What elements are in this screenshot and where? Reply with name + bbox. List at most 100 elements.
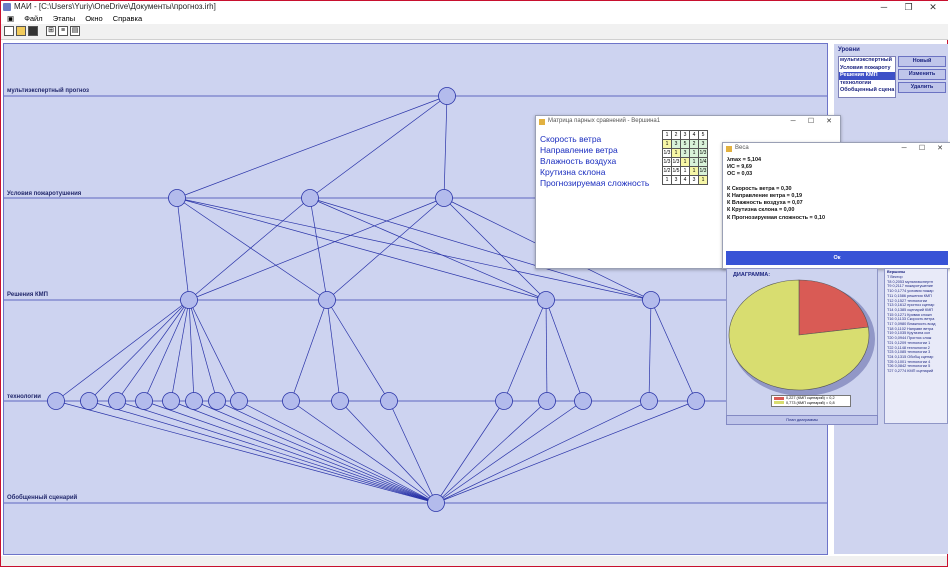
matrix-cell[interactable]: 4 (680, 175, 690, 185)
edit-level-button[interactable]: Изменить (898, 69, 946, 80)
matrix-cell[interactable]: 1 (671, 148, 681, 158)
vertices-row[interactable]: Т21 0,1209 технологии 1 (887, 340, 931, 345)
hierarchy-node[interactable] (435, 189, 453, 207)
matrix-icon[interactable]: ≡ (58, 26, 68, 36)
minimize-button[interactable]: ─ (880, 2, 888, 12)
matrix-cell[interactable]: 5 (680, 139, 690, 149)
hierarchy-node[interactable] (230, 392, 248, 410)
hierarchy-node[interactable] (687, 392, 705, 410)
matrix-cell[interactable]: 3 (671, 175, 681, 185)
close-button[interactable]: ✕ (929, 2, 937, 12)
hierarchy-node[interactable] (108, 392, 126, 410)
hierarchy-node[interactable] (47, 392, 65, 410)
hierarchy-node[interactable] (537, 291, 555, 309)
vertices-row[interactable]: Т8 0,2053 мультиэкспертн (887, 279, 933, 284)
matrix-cell[interactable]: 3 (698, 139, 708, 149)
matrix-cell[interactable]: 1 (680, 166, 690, 176)
vertices-row[interactable]: Т12 0,1527 технологии (887, 298, 928, 303)
menu-file[interactable]: Файл (24, 14, 43, 23)
levels-list-item[interactable]: Условия пожароту (840, 64, 891, 71)
matrix-cell[interactable]: 1/5 (671, 166, 681, 176)
vertices-row[interactable]: Т18 0,1102 Направл ветра (887, 326, 934, 331)
vertices-row[interactable]: Т23 0,1085 технологии 3 (887, 350, 931, 355)
levels-list-item[interactable]: Обобщенный сцена (840, 87, 895, 93)
vertices-row[interactable]: Т22 0,1148 технологии 2 (887, 345, 930, 350)
hierarchy-node[interactable] (301, 189, 319, 207)
matrix-cell[interactable]: 1/3 (662, 148, 672, 158)
menu-app-icon[interactable]: ▣ (7, 14, 15, 23)
save-icon[interactable] (28, 26, 38, 36)
hierarchy-node[interactable] (135, 392, 153, 410)
vertices-row[interactable]: Т17 0,0980 Влажность возд (887, 322, 936, 327)
weights-icon[interactable]: ▤ (70, 26, 80, 36)
close-button[interactable]: ✕ (826, 118, 832, 125)
hierarchy-node[interactable] (438, 87, 456, 105)
close-button[interactable]: ✕ (937, 145, 943, 152)
hierarchy-node[interactable] (80, 392, 98, 410)
vertices-row[interactable]: Т25 0,1001 технологии 4 (887, 359, 931, 364)
vertices-row[interactable]: Т10 0,1774 условия пожар (887, 289, 934, 294)
matrix-cell[interactable]: 1 (662, 139, 672, 149)
vertices-row[interactable]: Т9 0,2117 пожаротушение (887, 284, 933, 289)
hierarchy-icon[interactable]: ⊞ (46, 26, 56, 36)
matrix-cell[interactable]: 1/3 (698, 166, 708, 176)
vertices-row[interactable]: Т19 0,1035 Крутизна скл (887, 331, 931, 336)
minimize-button[interactable]: ─ (790, 118, 796, 125)
hierarchy-node[interactable] (180, 291, 198, 309)
new-level-button[interactable]: Новый (898, 56, 946, 67)
hierarchy-node[interactable] (282, 392, 300, 410)
hierarchy-node[interactable] (640, 392, 658, 410)
matrix-cell[interactable]: 1/3 (671, 157, 681, 167)
menu-stages[interactable]: Этапы (52, 14, 76, 23)
matrix-cell[interactable]: 1/2 (662, 166, 672, 176)
levels-list[interactable]: мультиэкспертный Условия пожароту Решени… (838, 56, 896, 98)
vertices-row[interactable]: Т15 0,1271 Кривая сложн (887, 312, 932, 317)
hierarchy-node[interactable] (427, 494, 445, 512)
hierarchy-node[interactable] (318, 291, 336, 309)
matrix-cell[interactable]: 2 (689, 139, 699, 149)
matrix-cell[interactable]: 1 (689, 166, 699, 176)
vertices-row[interactable]: Т24 0,1315 Обобщ сценар (887, 354, 934, 359)
matrix-cell[interactable]: 1/3 (662, 157, 672, 167)
open-folder-icon[interactable] (16, 26, 26, 36)
matrix-cell[interactable]: 3 (680, 148, 690, 158)
matrix-cell[interactable]: 1/4 (698, 157, 708, 167)
vertices-row[interactable]: Т16 0,1133 Скорость ветра (887, 317, 935, 322)
vertices-row[interactable]: Т14 0,1385 сценарий КМП (887, 307, 934, 312)
matrix-cell[interactable]: 1 (698, 175, 708, 185)
matrix-cell[interactable]: 1 (689, 157, 699, 167)
levels-list-item[interactable]: Решения КМП (839, 72, 895, 80)
hierarchy-node[interactable] (380, 392, 398, 410)
hierarchy-node[interactable] (185, 392, 203, 410)
hierarchy-node[interactable] (642, 291, 660, 309)
vertices-row[interactable]: Т27 0,2774 КМП сценарий (887, 369, 934, 374)
matrix-cell[interactable]: 3 (671, 139, 681, 149)
matrix-cell[interactable]: 1 (680, 157, 690, 167)
hierarchy-node[interactable] (538, 392, 556, 410)
hierarchy-node[interactable] (574, 392, 592, 410)
hierarchy-node[interactable] (162, 392, 180, 410)
hierarchy-node[interactable] (495, 392, 513, 410)
levels-list-item[interactable]: мультиэкспертный (840, 57, 892, 63)
vertices-row[interactable]: Т26 0,0842 технологии 5 (887, 364, 931, 369)
maximize-button[interactable]: ☐ (807, 118, 815, 125)
hierarchy-node[interactable] (331, 392, 349, 410)
hierarchy-node[interactable] (208, 392, 226, 410)
hierarchy-node[interactable] (168, 189, 186, 207)
diagram-plan-button[interactable]: План диаграммы (726, 415, 878, 425)
matrix-cell[interactable]: 1 (689, 148, 699, 158)
ok-button[interactable]: Ок (726, 251, 948, 265)
matrix-cell[interactable]: 3 (689, 175, 699, 185)
maximize-button[interactable]: ☐ (918, 145, 926, 152)
levels-list-item[interactable]: технологии (840, 79, 872, 86)
matrix-cell[interactable]: 1 (662, 175, 672, 185)
menu-window[interactable]: Окно (85, 14, 103, 23)
new-file-icon[interactable] (4, 26, 14, 36)
restore-button[interactable]: ❐ (904, 2, 913, 12)
vertices-row[interactable]: Т20 0,0944 Прогноз слож (887, 336, 932, 341)
minimize-button[interactable]: ─ (901, 145, 907, 152)
matrix-cell[interactable]: 1/3 (698, 148, 708, 158)
weights-window[interactable]: Веса ─ ☐ ✕ λmax = 5,104 ИС = 9,69 ОС = 0… (722, 142, 950, 269)
